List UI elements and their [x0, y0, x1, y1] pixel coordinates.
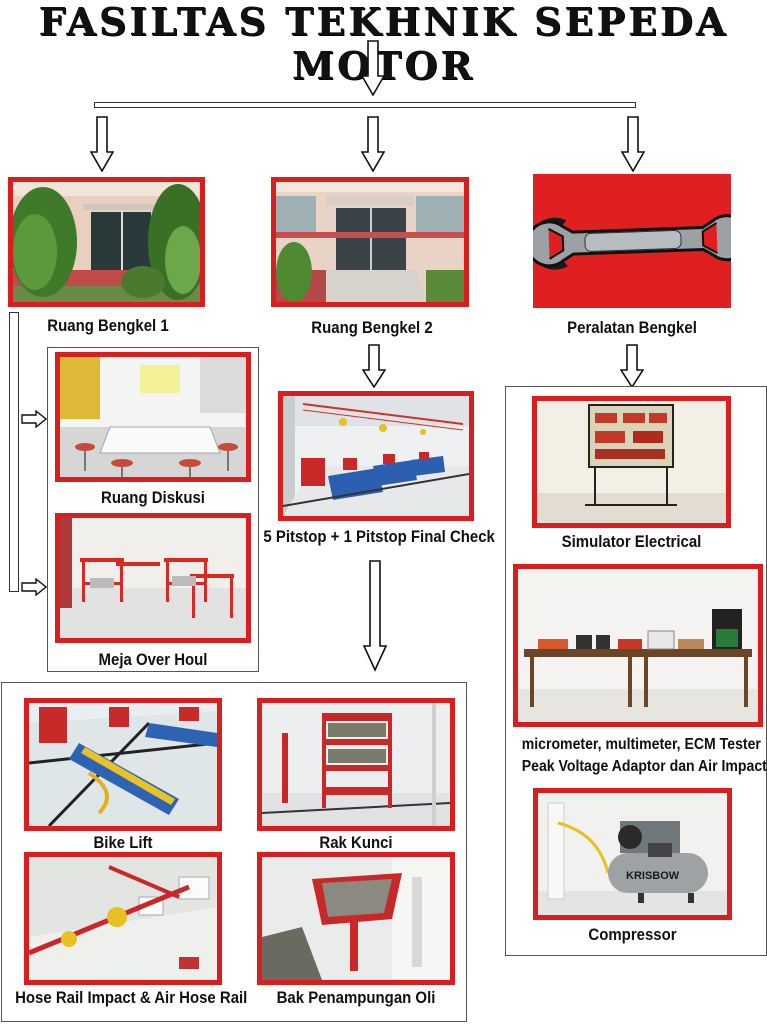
hose-rail-photo: [24, 852, 222, 985]
diskusi-label: Ruang Diskusi: [101, 488, 205, 507]
krisbow-logo: KRISBOW: [626, 870, 680, 882]
bengkel1-label: Ruang Bengkel 1: [47, 316, 169, 335]
side-connector: [9, 312, 19, 592]
pitstop-photo: [278, 391, 474, 521]
wrench-icon: [533, 214, 731, 270]
page-title: FASILTAS TEKHNIK SEPEDA MOTOR: [38, 0, 729, 88]
down-arrow-icon: [361, 116, 385, 172]
rak-kunci-photo: [257, 698, 455, 831]
bengkel1-photo: [8, 177, 205, 307]
down-arrow-icon: [363, 560, 387, 672]
bak-oli-photo: [257, 852, 455, 985]
bengkel2-label: Ruang Bengkel 2: [311, 318, 433, 337]
down-arrow-icon: [621, 116, 645, 172]
meja-label: Meja Over Houl: [98, 650, 208, 669]
down-arrow-icon: [362, 344, 386, 388]
right-arrow-icon: [21, 578, 47, 596]
bike-lift-label: Bike Lift: [93, 833, 153, 852]
right-arrow-icon: [21, 410, 47, 428]
peralatan-wrench-tile: [533, 174, 731, 308]
meja-photo: [55, 513, 251, 643]
compressor-label: Compressor: [588, 925, 677, 944]
down-arrow-icon: [361, 40, 385, 96]
diskusi-photo: [55, 352, 251, 482]
bak-oli-label: Bak Penampungan Oli: [276, 988, 436, 1007]
hose-rail-label: Hose Rail Impact & Air Hose Rail: [15, 988, 248, 1007]
simulator-label: Simulator Electrical: [561, 532, 702, 551]
down-arrow-icon: [90, 116, 114, 172]
rak-kunci-label: Rak Kunci: [319, 833, 393, 852]
peralatan-label: Peralatan Bengkel: [567, 318, 697, 337]
bike-lift-photo: [24, 698, 222, 831]
pitstop-label: 5 Pitstop + 1 Pitstop Final Check: [263, 527, 495, 546]
tools-photo: [513, 564, 763, 727]
tools-label-line1: micrometer, multimeter, ECM Tester: [521, 736, 761, 753]
simulator-photo: [532, 396, 731, 528]
connector-bar: [94, 102, 636, 108]
tools-label-line2: Peak Voltage Adaptor dan Air Impact: [521, 758, 767, 775]
bengkel2-photo: [271, 177, 469, 307]
down-arrow-icon: [620, 344, 644, 388]
compressor-photo: KRISBOW: [533, 788, 732, 920]
